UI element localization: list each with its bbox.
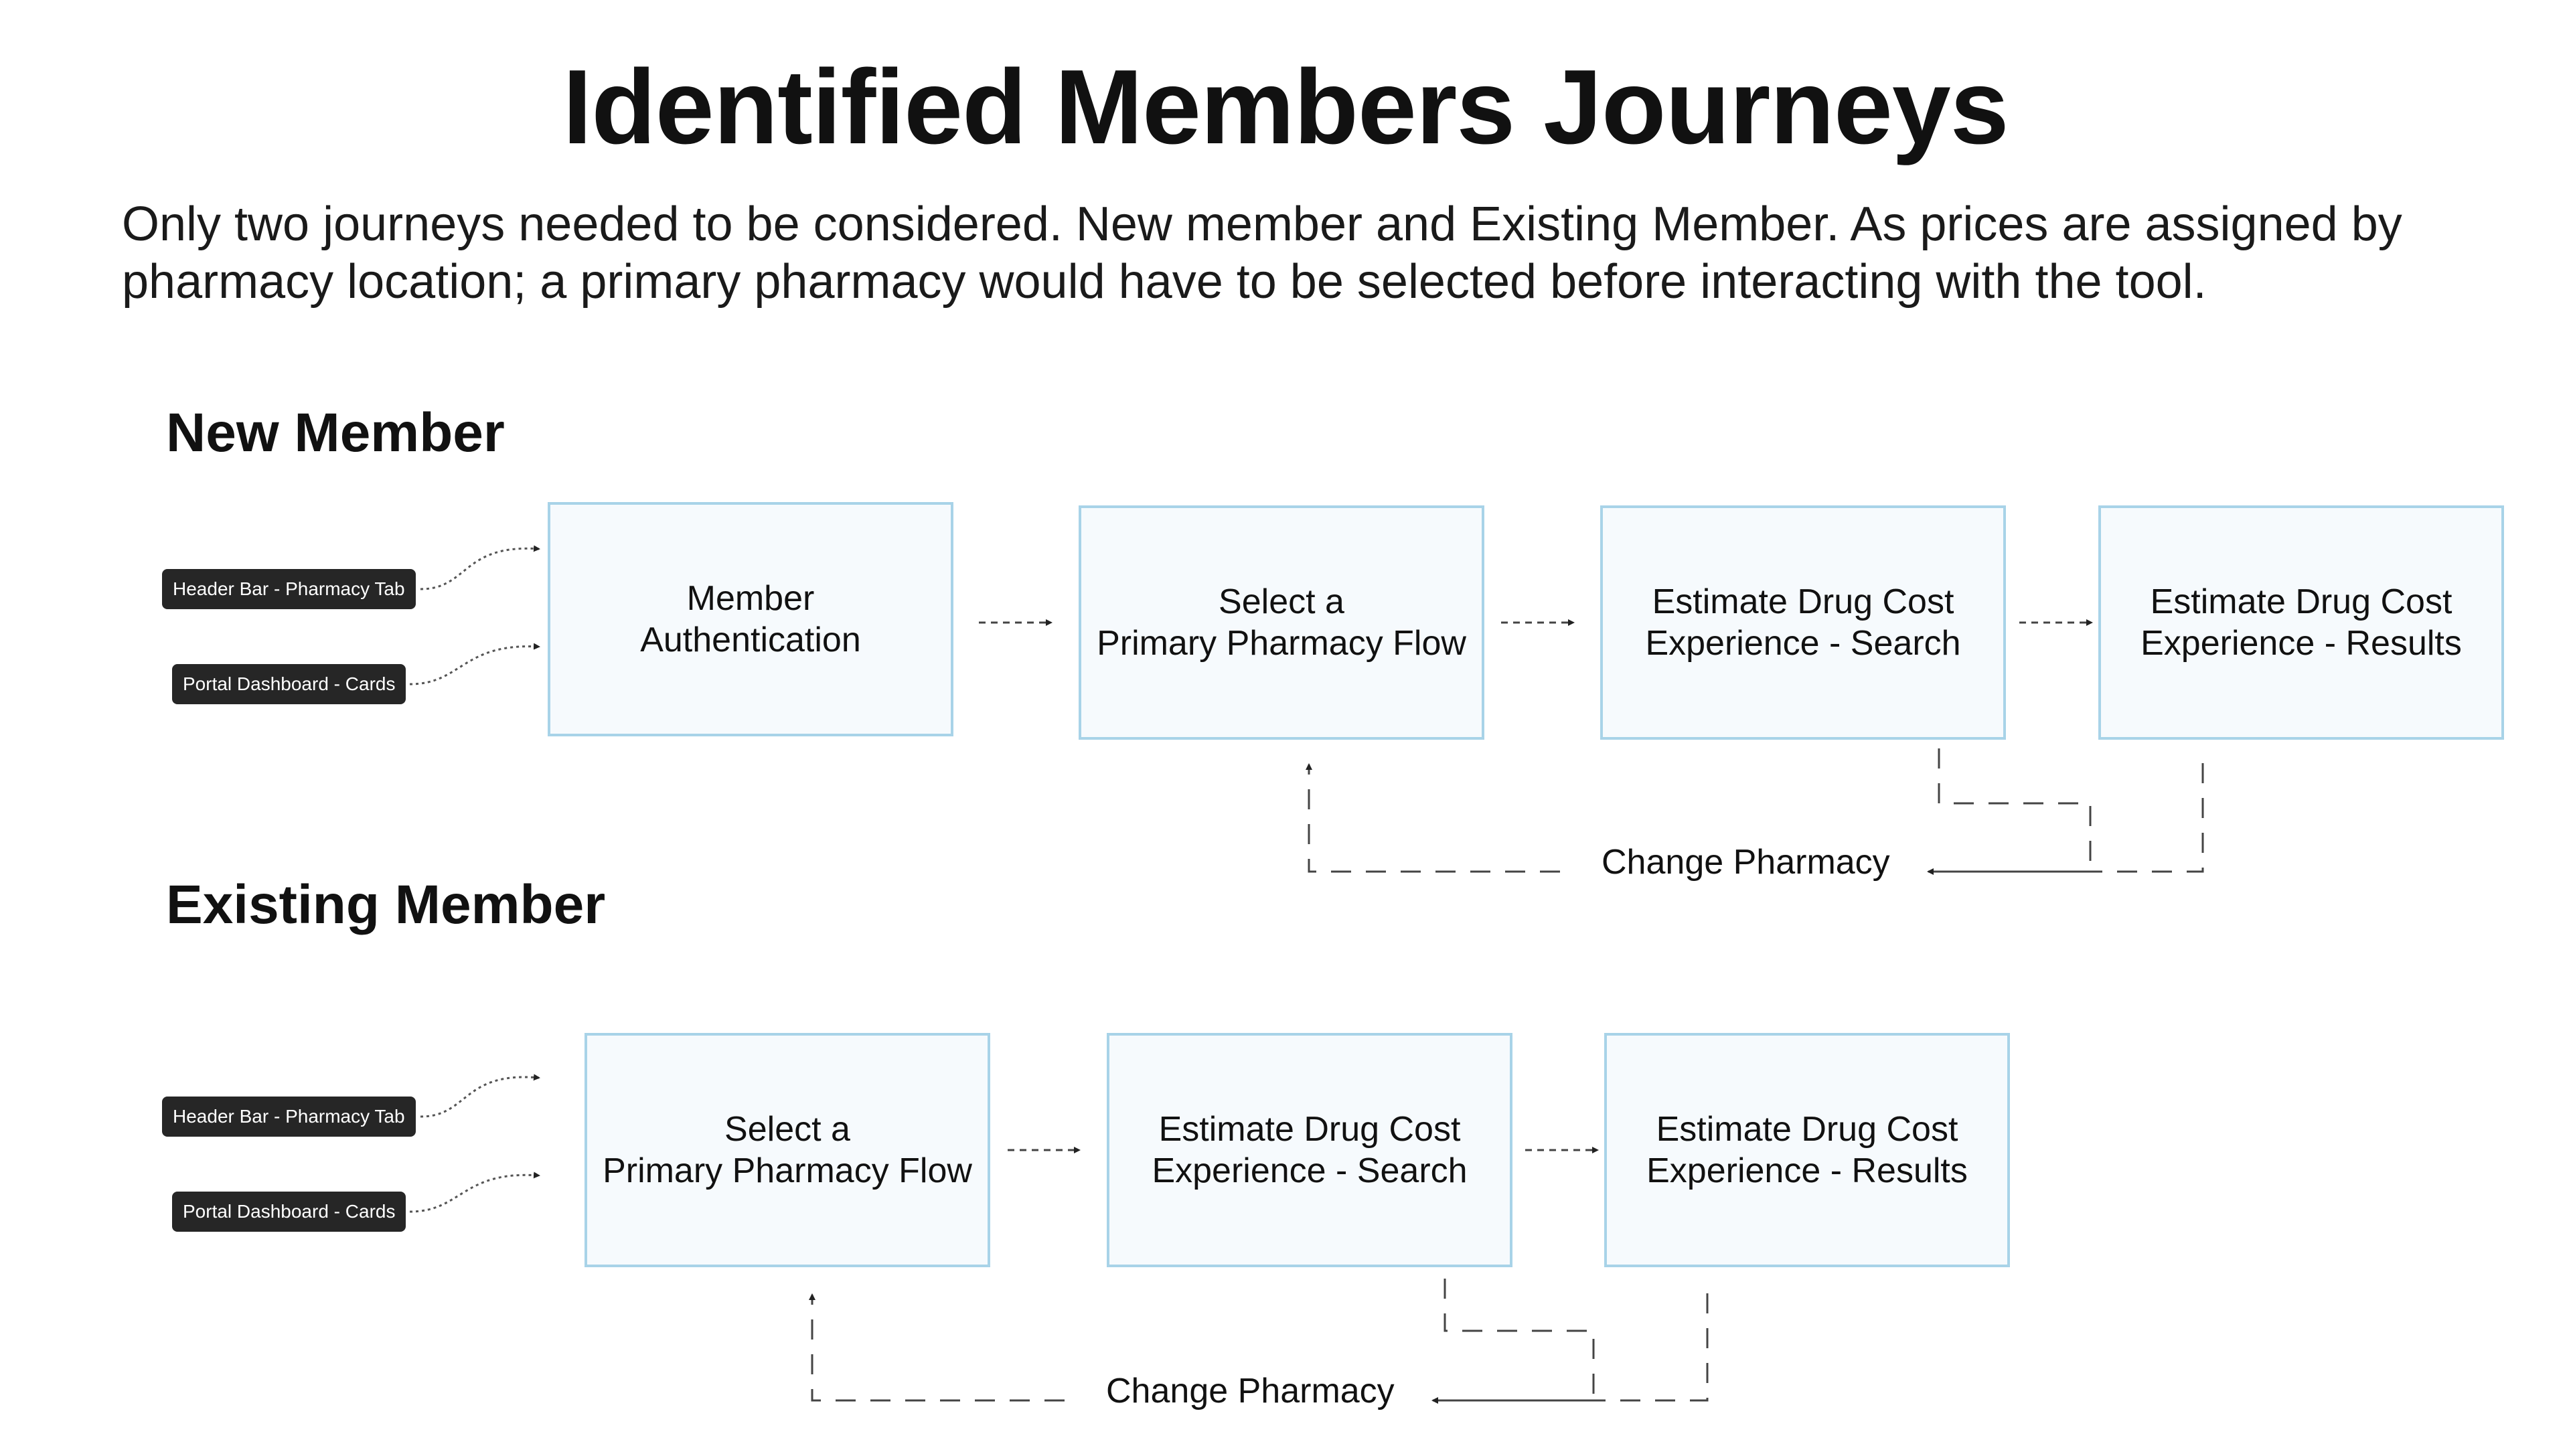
intro-text: Only two journeys needed to be considere…: [122, 197, 2402, 309]
new-member-step-estimate-results: Estimate Drug Cost Experience - Results: [2098, 505, 2504, 740]
existing-member-step-select-primary-pharmacy: Select a Primary Pharmacy Flow: [585, 1033, 990, 1267]
step-label: Estimate Drug Cost Experience - Search: [1152, 1110, 1468, 1190]
change-pharmacy-loop: [809, 1293, 1065, 1402]
new-member-entry-portal-dashboard-cards: Portal Dashboard - Cards: [172, 664, 406, 704]
change-pharmacy-loop: [1927, 763, 2204, 875]
step-label: Select a Primary Pharmacy Flow: [1097, 582, 1466, 663]
step-label: Estimate Drug Cost Experience - Search: [1645, 582, 1961, 663]
existing-member-step-estimate-results: Estimate Drug Cost Experience - Results: [1604, 1033, 2010, 1267]
new-member-step-member-authentication: Member Authentication: [548, 502, 953, 736]
entry-connector: [420, 545, 540, 590]
existing-member-step-estimate-search: Estimate Drug Cost Experience - Search: [1107, 1033, 1512, 1267]
existing-member-entry-portal-dashboard-cards: Portal Dashboard - Cards: [172, 1192, 406, 1232]
entry-connector: [420, 1074, 540, 1118]
step-label: Member Authentication: [640, 579, 861, 659]
change-pharmacy-loop: [1928, 748, 2092, 873]
new-member-step-estimate-search: Estimate Drug Cost Experience - Search: [1600, 505, 2006, 740]
new-member-entry-header-bar-pharmacy-tab: Header Bar - Pharmacy Tab: [162, 569, 416, 609]
entry-connector: [409, 643, 540, 685]
change-pharmacy-loop: [1431, 1293, 1709, 1404]
entry-connector: [409, 1171, 540, 1213]
page-title: Identified Members Journeys: [562, 48, 2009, 166]
change-pharmacy-loop: [1433, 1279, 1595, 1402]
change-pharmacy-loop: [1306, 763, 1560, 873]
existing-member-entry-header-bar-pharmacy-tab: Header Bar - Pharmacy Tab: [162, 1097, 416, 1137]
new-member-change-pharmacy-label: Change Pharmacy: [1602, 843, 1890, 882]
step-label: Estimate Drug Cost Experience - Results: [2140, 582, 2462, 663]
step-label: Estimate Drug Cost Experience - Results: [1646, 1110, 1968, 1190]
existing-member-heading: Existing Member: [166, 874, 606, 935]
new-member-heading: New Member: [166, 402, 505, 463]
existing-member-change-pharmacy-label: Change Pharmacy: [1106, 1372, 1395, 1410]
step-label: Select a Primary Pharmacy Flow: [603, 1110, 972, 1190]
new-member-step-select-primary-pharmacy: Select a Primary Pharmacy Flow: [1079, 505, 1484, 740]
